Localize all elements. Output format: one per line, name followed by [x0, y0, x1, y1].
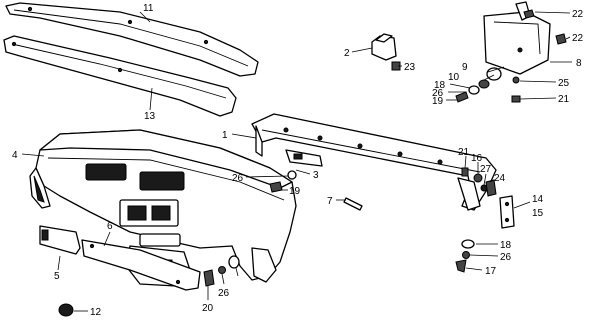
callout-13: 13 [144, 111, 156, 122]
callout-22b: 22 [572, 33, 584, 44]
callout-25: 25 [558, 78, 570, 89]
lower-pad-trim-part [3, 35, 237, 117]
callout-17: 17 [485, 266, 497, 277]
callout-3: 3 [313, 170, 319, 181]
callout-18b: 18 [500, 240, 512, 251]
right-bracket-part [483, 1, 551, 75]
callout-18a: 18 [434, 80, 446, 91]
callout-4: 4 [12, 150, 18, 161]
callout-26c: 26 [500, 252, 512, 263]
callout-26b: 26 [232, 173, 244, 184]
end-bracket-part [499, 195, 515, 229]
callout-10: 10 [448, 72, 460, 83]
callout-12: 12 [90, 307, 102, 318]
upper-pad-part [5, 2, 259, 77]
callout-20: 20 [202, 303, 214, 314]
callout-9: 9 [462, 62, 468, 73]
callout-15: 15 [532, 208, 544, 219]
callout-11: 11 [143, 3, 154, 14]
frame-bar-part [251, 113, 497, 211]
leader-lines [21, 11, 572, 312]
callout-26a: 26 [432, 88, 444, 99]
callout-19a: 19 [432, 96, 444, 107]
callout-labels: 1 2 3 4 5 6 7 8 9 10 11 12 13 14 15 16 1… [12, 3, 584, 318]
callout-7: 7 [327, 196, 333, 207]
callout-26d: 26 [218, 288, 230, 299]
callout-1: 1 [222, 130, 228, 141]
hardware-parts [58, 9, 567, 317]
callout-2: 2 [344, 48, 350, 59]
callout-19b: 19 [289, 186, 301, 197]
callout-27: 27 [480, 164, 492, 175]
clip-part [371, 33, 397, 61]
callout-24: 24 [494, 173, 506, 184]
callout-5: 5 [54, 271, 60, 282]
callout-8: 8 [576, 58, 582, 69]
callout-14: 14 [532, 194, 544, 205]
callout-23: 23 [404, 62, 416, 73]
left-trim-part [39, 225, 81, 255]
callout-22a: 22 [572, 9, 584, 20]
callout-6: 6 [107, 221, 113, 232]
pin-part [343, 197, 363, 211]
callout-21a: 21 [558, 94, 570, 105]
callout-16: 16 [471, 153, 483, 164]
lower-garnish-part [81, 239, 201, 291]
callout-21b: 21 [458, 147, 470, 158]
dashboard-main-part [29, 129, 297, 287]
